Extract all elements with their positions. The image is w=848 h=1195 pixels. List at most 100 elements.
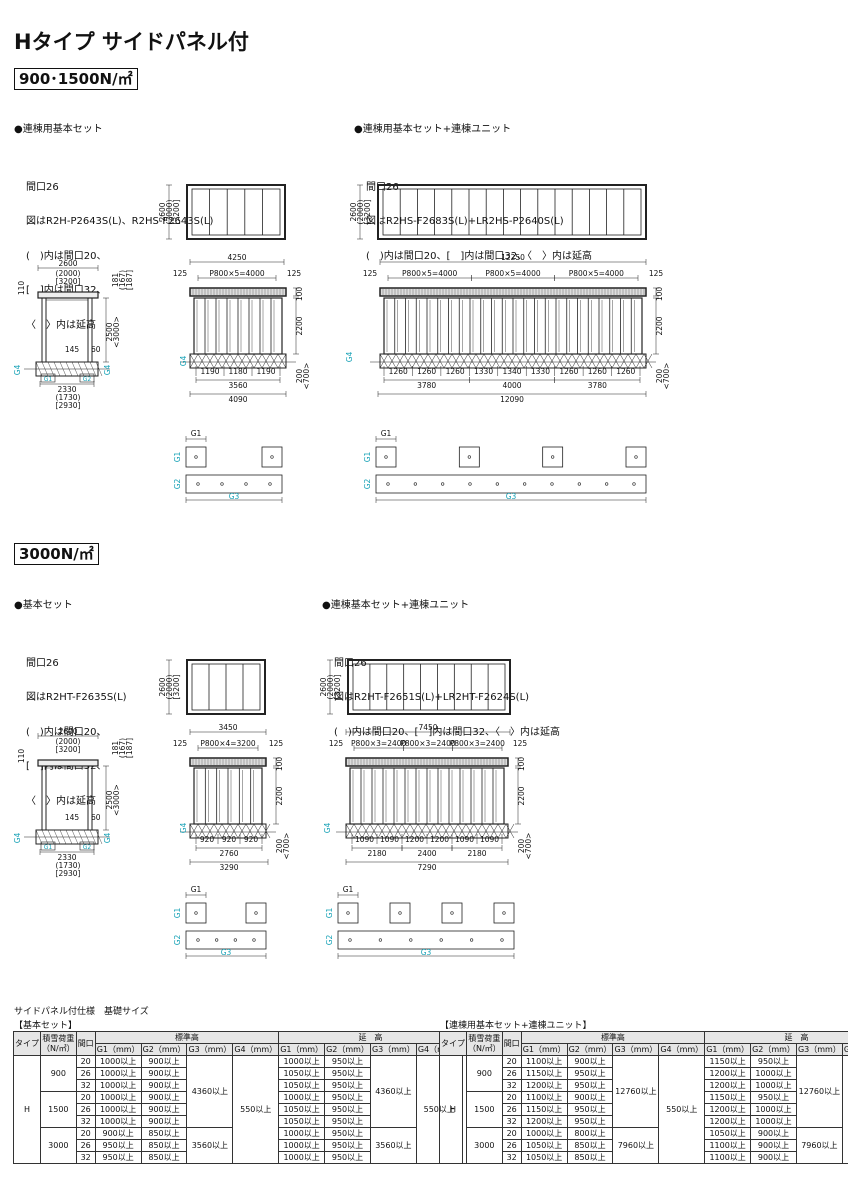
dimension-label: 125	[173, 269, 188, 278]
dimension-label: 2760	[219, 849, 238, 858]
dimension-label: 2600	[58, 259, 77, 268]
drawing-circle	[632, 482, 636, 486]
drawing-line	[409, 823, 419, 839]
drawing-circle	[194, 911, 198, 915]
drawing-line	[253, 353, 263, 369]
drawing-line	[595, 353, 605, 369]
dimension-label: P800×3=2400	[400, 739, 455, 748]
drawing-line	[587, 353, 597, 369]
header-standard: 標準高	[520, 1031, 706, 1044]
dimension-label: 1260	[559, 367, 578, 376]
dimension-label: 1260	[616, 367, 635, 376]
dimension-label: 2200	[275, 786, 284, 805]
dimension-label: [3200]	[363, 199, 372, 224]
dimension-label: 920	[244, 835, 259, 844]
drawing-circle	[196, 482, 200, 486]
header-col: G3（mm）	[186, 1043, 234, 1056]
drawing-circle	[196, 938, 200, 942]
span-cell: 20	[75, 1055, 96, 1068]
note-bullet: ●連棟基本セット+連棟ユニット	[322, 600, 470, 611]
g1-ext-cell: 1150以上	[704, 1055, 752, 1068]
dimension-label: G1	[363, 451, 372, 462]
g1-ext-cell: 1100以上	[704, 1151, 752, 1164]
span-cell: 26	[75, 1103, 96, 1116]
drawing-circle	[348, 938, 352, 942]
g2-ext-cell: 900以上	[750, 1127, 797, 1140]
g1-ext-cell: 1100以上	[704, 1139, 752, 1152]
type-cell: H	[439, 1055, 467, 1164]
drawing-line	[539, 353, 549, 369]
drawing-line	[361, 823, 371, 839]
g2-cell: 950以上	[566, 1067, 614, 1080]
g1-cell: 1000以上	[94, 1091, 142, 1104]
dimension-label: 1090	[455, 835, 474, 844]
header-col: G4（mm）	[232, 1043, 280, 1056]
drawing-line	[277, 353, 287, 369]
drawing-line	[563, 353, 573, 369]
dimension-label: P800×5=4000	[569, 269, 624, 278]
note-line: 図はR2HT-F2635S(L)	[26, 692, 127, 703]
section-label-900-1500: 900･1500N/㎡	[14, 68, 138, 90]
drawing-line	[189, 353, 199, 369]
header-col: G1（mm）	[704, 1043, 752, 1056]
span-cell: 32	[501, 1115, 522, 1128]
dimension-label: 12250	[501, 253, 525, 262]
span-cell: 26	[75, 1139, 96, 1152]
drawing-circle	[233, 938, 237, 942]
g1-ext-cell: 1200以上	[704, 1103, 752, 1116]
span-cell: 26	[75, 1067, 96, 1080]
g2-ext-cell: 1000以上	[750, 1115, 797, 1128]
drawing-circle	[441, 482, 445, 486]
g1-ext-cell: 1050以上	[278, 1115, 326, 1128]
dimension-label: 2600	[158, 677, 167, 696]
span-cell: 32	[75, 1079, 96, 1092]
g2-cell: 900以上	[140, 1079, 188, 1092]
note-line: ( )内は間口20、	[26, 726, 107, 738]
g2-cell: 850以上	[140, 1151, 188, 1164]
span-cell: 32	[75, 1115, 96, 1128]
g1-ext-cell: 1150以上	[704, 1091, 752, 1104]
dimension-label: 2330	[57, 853, 76, 862]
table-header-row: G1（mm）G2（mm）G3（mm）G4（mm）G1（mm）G2（mm）G3（m…	[14, 1043, 463, 1056]
g1-ext-cell: 1000以上	[278, 1127, 326, 1140]
dimension-label: P800×4=3200	[200, 739, 255, 748]
note-line: 図はR2H-P2643S(L)、R2HS-F2643S(L)	[26, 216, 214, 227]
dimension-label: 200	[517, 839, 526, 854]
drawing-line	[619, 353, 629, 369]
header-col: G2（mm）	[324, 1043, 371, 1056]
snow-cell: 900	[466, 1055, 503, 1092]
span-cell: 20	[75, 1091, 96, 1104]
note-s1-left: ●連棟用基本セット 間口26 図はR2H-P2643S(L)、R2HS-F264…	[14, 101, 213, 366]
drawing-line	[205, 823, 215, 839]
drawing-line	[603, 353, 613, 369]
drawing-circle	[468, 482, 472, 486]
g3-cell: 3560以上	[186, 1127, 234, 1164]
g3-cell: 12760以上	[612, 1055, 660, 1128]
drawing-line	[419, 353, 429, 369]
drawing-rect	[41, 765, 47, 831]
note-bullet: ●基本セット	[14, 600, 73, 611]
g2-cell: 900以上	[140, 1055, 188, 1068]
span-cell: 20	[501, 1127, 522, 1140]
drawing-rect	[185, 474, 283, 494]
dimension-label: 3290	[219, 863, 238, 872]
drawing-rect	[375, 474, 647, 494]
dimension-label: 1090	[480, 835, 499, 844]
spec-right-caption: 【連棟用基本セット+連棟ユニット】	[440, 1021, 592, 1031]
table-header-row: G1（mm）G2（mm）G3（mm）G4（mm）G1（mm）G2（mm）G3（m…	[440, 1043, 848, 1056]
dimension-label: (2000)	[165, 674, 174, 699]
dimension-label: <3000>	[112, 784, 121, 816]
g2-cell: 800以上	[566, 1127, 614, 1140]
header-col: G1（mm）	[94, 1043, 142, 1056]
drawing-line	[261, 823, 271, 839]
drawing-rect	[79, 373, 95, 383]
span-cell: 26	[501, 1103, 522, 1116]
drawing-rect	[185, 930, 267, 950]
drawing-rect	[625, 446, 647, 468]
